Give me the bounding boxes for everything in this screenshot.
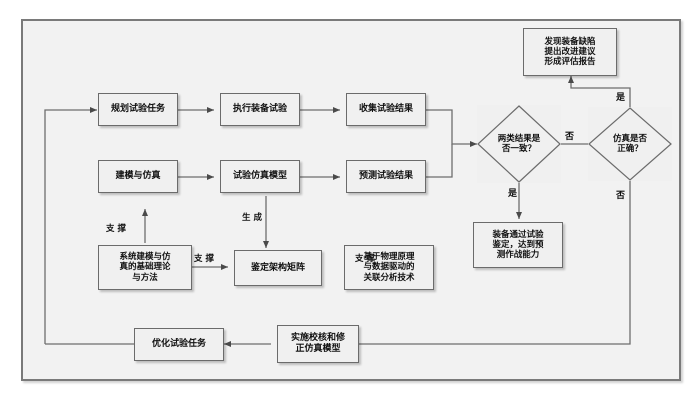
node-predict-test-results[interactable]: 预测试验结果 [346,160,426,193]
node-collect-test-results[interactable]: 收集试验结果 [346,93,426,126]
node-collect-test-results-label: 收集试验结果 [358,104,413,115]
edge-label-support-physics-to-matrix: 支 撑 [355,254,375,264]
node-evaluation-report-line2: 提出改进建议 [544,46,596,57]
node-qualification-arch-matrix[interactable]: 鉴定架构矩阵 [234,250,322,286]
edge-label-sim-correct-yes: 是 [616,93,626,103]
edge-label-support-theory-to-model: 支 撑 [106,224,126,234]
node-equipment-passed-line2: 鉴定，达到预 [492,239,544,250]
diamond-shape [588,107,672,181]
edge-label-generate: 生 成 [242,213,262,223]
decision-results-consistent[interactable]: 两类结果是 否一致？ [477,105,561,183]
node-optimize-test-task-label: 优化试验任务 [151,339,206,350]
node-physics-data-analysis[interactable]: 基于物理原理 与数据驱动的 关联分析技术 [344,245,434,290]
diamond-shape [477,105,561,183]
node-evaluation-report-line1: 发现装备缺陷 [544,36,596,47]
node-physics-data-analysis-line3: 关联分析技术 [363,272,415,283]
node-plan-test-task-label: 规划试验任务 [110,104,165,115]
node-plan-test-task[interactable]: 规划试验任务 [98,93,178,126]
node-model-and-simulate[interactable]: 建模与仿真 [98,160,178,193]
decision-results-consistent-line1: 两类结果是 [497,133,541,144]
node-system-modeling-theory[interactable]: 系统建模与仿 真的基础理论 与方法 [98,245,192,290]
node-model-and-simulate-label: 建模与仿真 [115,171,161,182]
node-verify-correct-model-line2: 正仿真模型 [295,344,341,354]
node-qualification-arch-matrix-label: 鉴定架构矩阵 [250,262,305,273]
node-predict-test-results-label: 预测试验结果 [358,171,413,182]
decision-simulation-correct[interactable]: 仿真是否 正确？ [588,107,672,181]
node-equipment-passed-line1: 装备通过试验 [492,229,544,240]
edge-label-sim-correct-no: 否 [616,191,626,201]
edge-label-support-theory-to-matrix: 支 撑 [194,254,214,264]
node-equipment-passed-line3: 测作战能力 [496,250,540,260]
node-verify-correct-model-line1: 实施校核和修 [290,333,345,344]
edge-label-consistent-no: 否 [565,132,575,142]
node-test-simulation-model[interactable]: 试验仿真模型 [220,160,300,193]
node-test-simulation-model-label: 试验仿真模型 [232,171,287,182]
node-system-modeling-theory-line2: 真的基础理论 [119,262,171,273]
decision-simulation-correct-line1: 仿真是否 [612,133,647,144]
node-physics-data-analysis-line1: 基于物理原理 [363,252,415,263]
node-equipment-passed[interactable]: 装备通过试验 鉴定，达到预 测作战能力 [473,222,563,268]
edge-label-consistent-yes: 是 [508,189,518,199]
node-execute-equipment-test-label: 执行装备试验 [232,104,287,115]
node-verify-correct-model[interactable]: 实施校核和修 正仿真模型 [277,325,359,363]
node-system-modeling-theory-line3: 与方法 [132,272,158,283]
decision-simulation-correct-line2: 正确？ [617,144,643,154]
node-physics-data-analysis-line2: 与数据驱动的 [363,262,415,273]
decision-results-consistent-line2: 否一致？ [501,144,536,154]
node-evaluation-report-line3: 形成评估报告 [544,57,596,67]
node-system-modeling-theory-line1: 系统建模与仿 [119,252,171,263]
node-evaluation-report[interactable]: 发现装备缺陷 提出改进建议 形成评估报告 [523,28,617,76]
node-optimize-test-task[interactable]: 优化试验任务 [134,328,224,361]
node-execute-equipment-test[interactable]: 执行装备试验 [220,93,300,126]
